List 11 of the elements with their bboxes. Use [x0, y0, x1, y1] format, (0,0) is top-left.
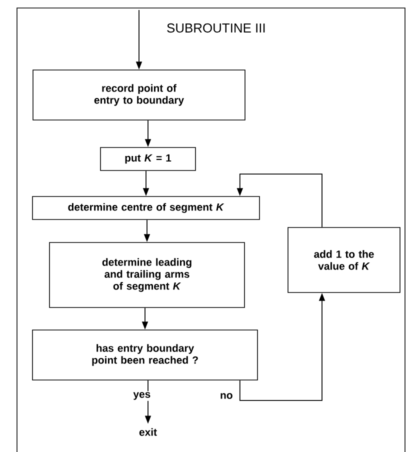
process-box: record point of entry to boundary: [32, 70, 246, 120]
process-box: determine centre of segment K: [32, 196, 260, 220]
process-box: add 1 to the value of K: [288, 227, 400, 293]
arrow: [236, 174, 322, 228]
edge-label: yes: [132, 391, 152, 401]
terminal-label: exit: [139, 428, 157, 436]
edge-label: no: [219, 392, 234, 400]
process-box: determine leading and trailing arms of segment K: [49, 242, 245, 308]
title: SUBROUTINE III: [167, 23, 265, 33]
process-box: put K = 1: [100, 147, 196, 171]
process-box: has entry boundary point been reached ?: [32, 330, 258, 380]
